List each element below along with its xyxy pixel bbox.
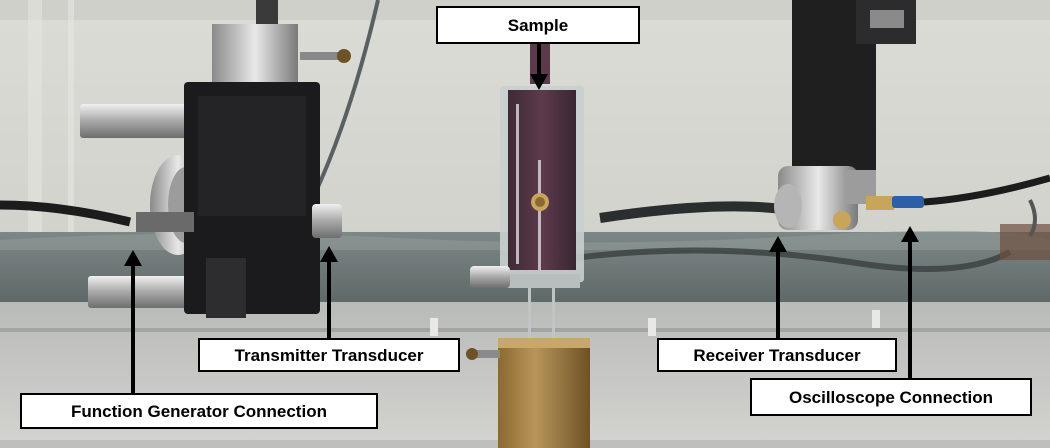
arrows <box>124 42 919 394</box>
transmitter-transducer-label: Transmitter Transducer <box>198 338 460 372</box>
function-generator-connection-label: Function Generator Connection <box>20 393 378 429</box>
oscilloscope-connection-label: Oscilloscope Connection <box>750 378 1032 416</box>
sample-label: Sample <box>436 6 640 44</box>
receiver-transducer-label: Receiver Transducer <box>657 338 897 372</box>
